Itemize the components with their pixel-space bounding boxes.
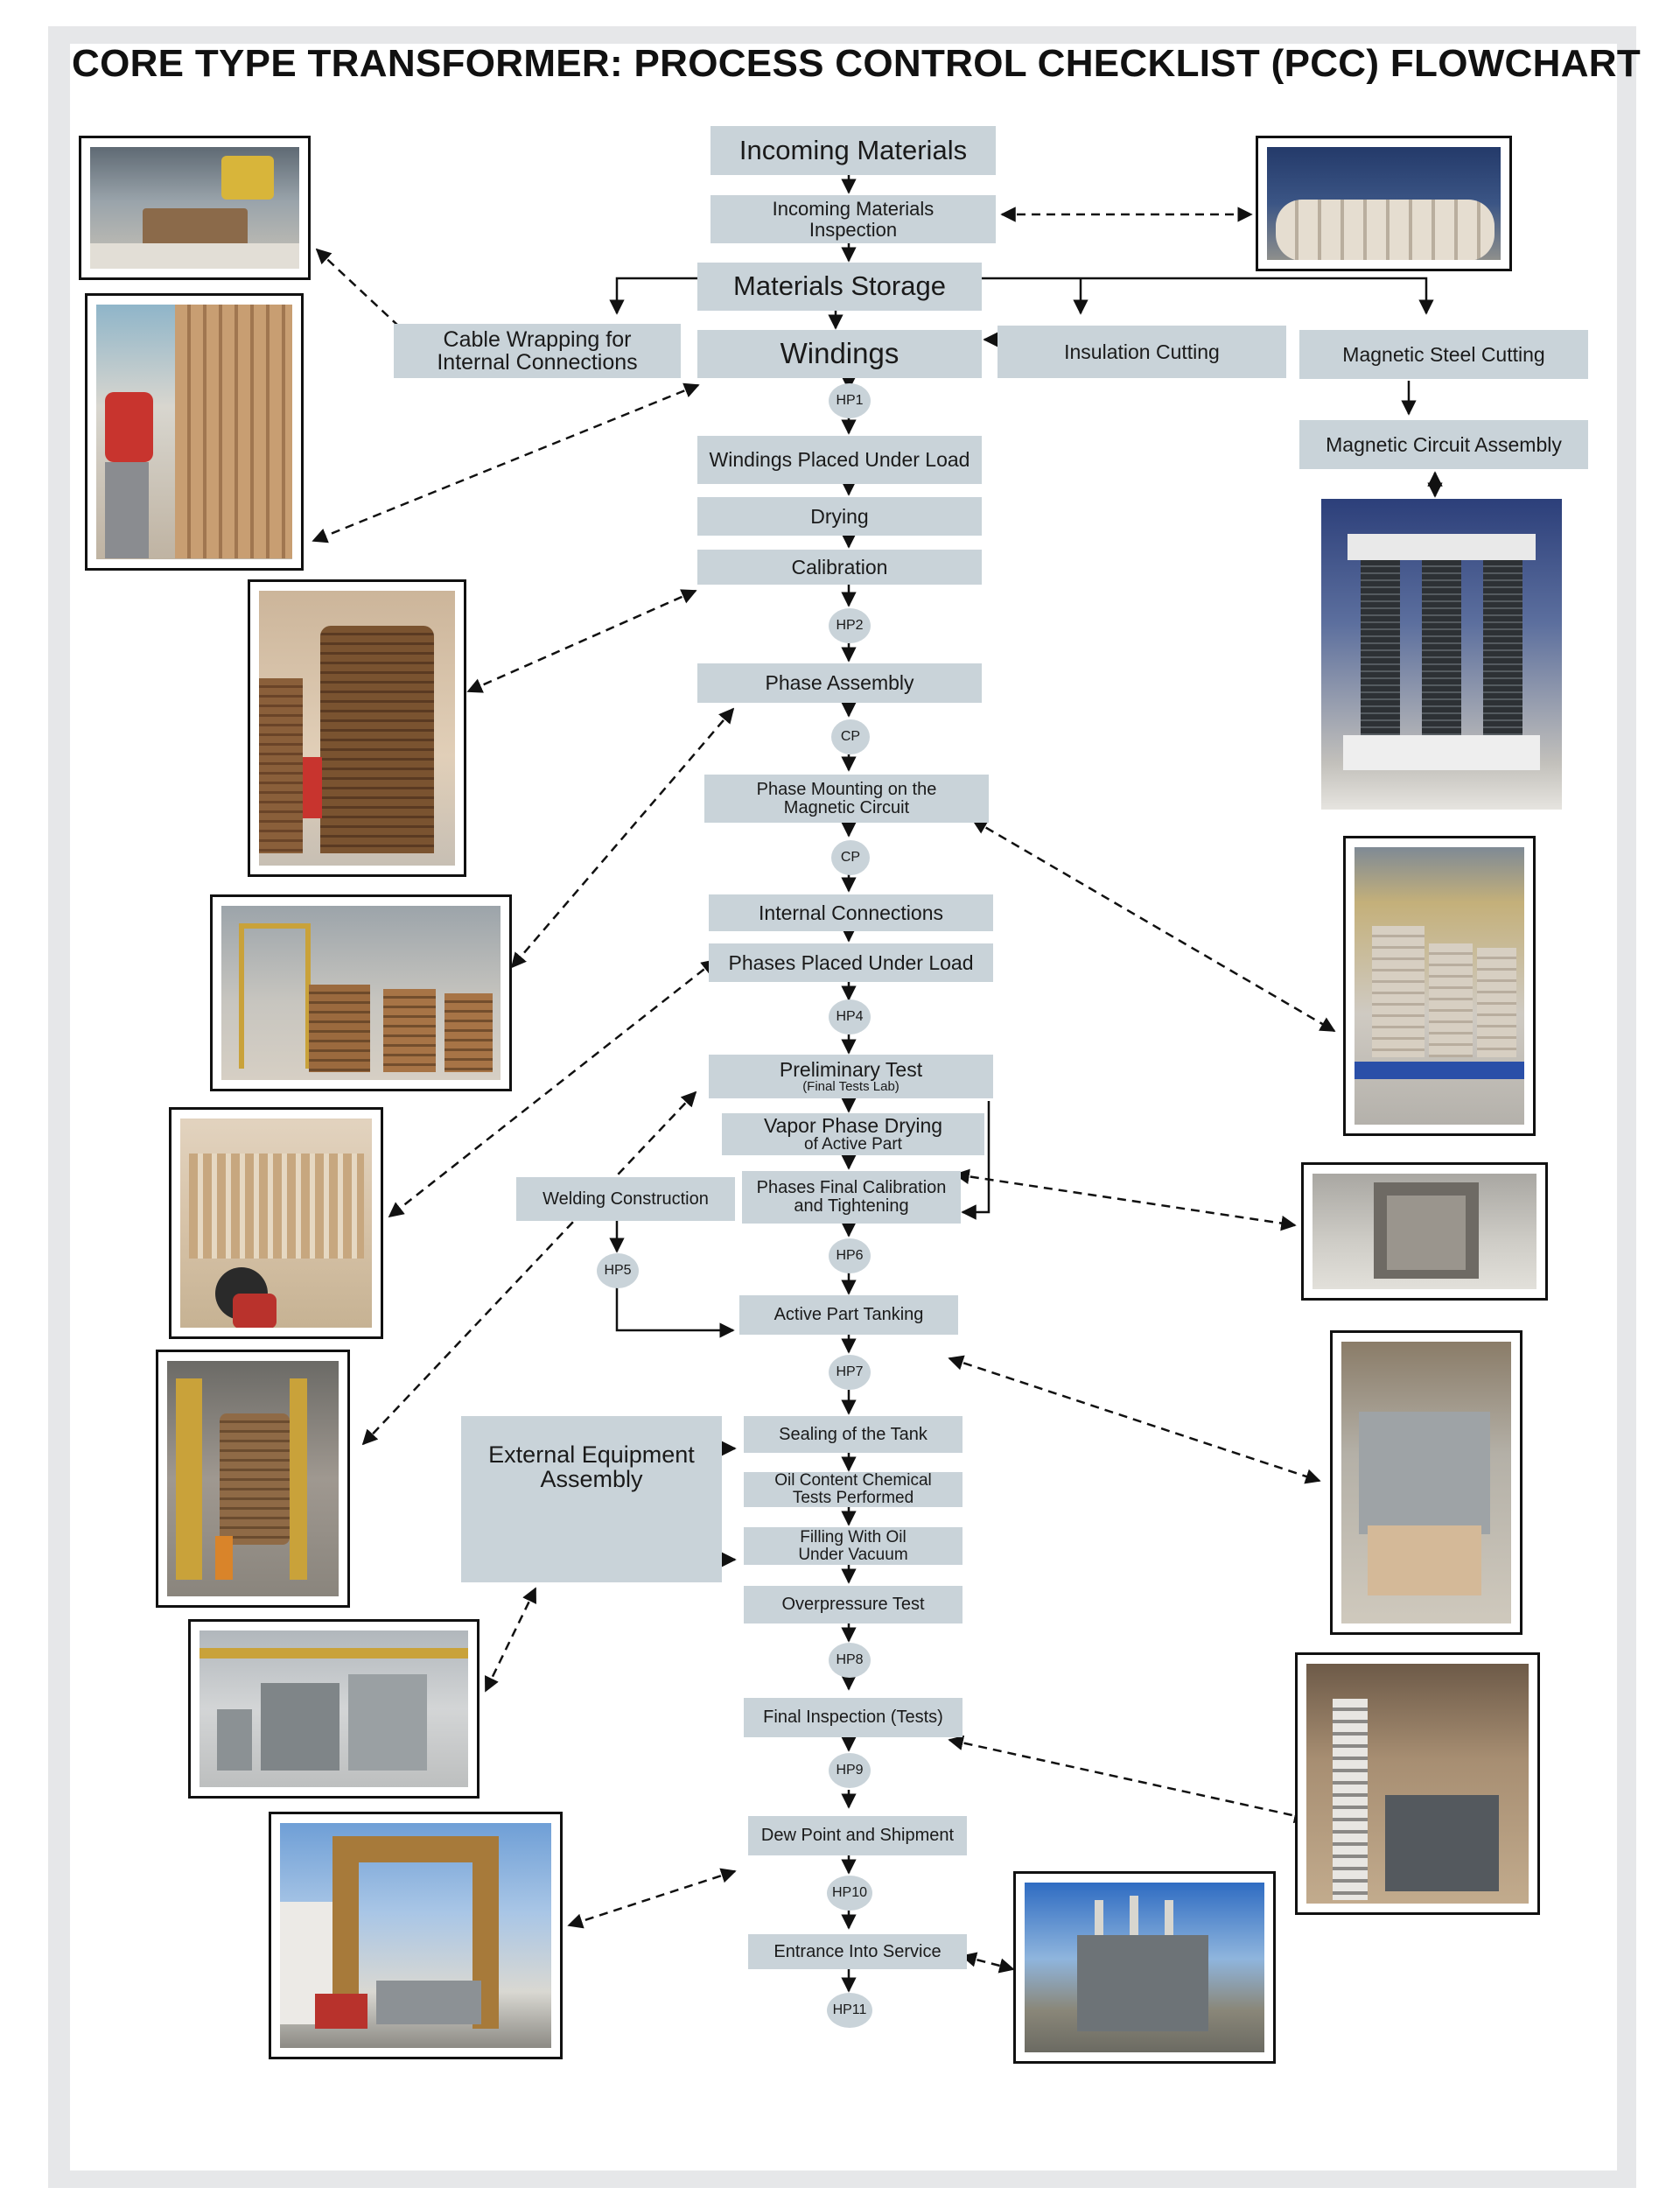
checkpoint-hp7: HP7 — [829, 1355, 871, 1390]
node-dew-point-shipment: Dew Point and Shipment — [748, 1816, 967, 1855]
node-internal-connections: Internal Connections — [709, 894, 993, 931]
node-windings-placed-under-load: Windings Placed Under Load — [697, 436, 982, 484]
arrow — [615, 1287, 735, 1338]
photo-magnetic-circuit — [1321, 499, 1562, 810]
checkpoint-hp10: HP10 — [827, 1876, 872, 1911]
dashed-link — [948, 1735, 1310, 1824]
node-phases-placed-under-load: Phases Placed Under Load — [709, 943, 993, 982]
photo-winding-cylinder — [85, 293, 304, 571]
checkpoint-hp1: HP1 — [829, 383, 871, 418]
photo-tanking — [1330, 1330, 1522, 1635]
photo-vapor-drying-oven — [1301, 1162, 1548, 1301]
dashed-link — [361, 1090, 697, 1446]
checkpoint-hp4: HP4 — [829, 999, 871, 1034]
node-incoming-materials: Incoming Materials — [710, 126, 996, 175]
dashed-link — [315, 248, 399, 326]
checkpoint-hp11: HP11 — [827, 1993, 872, 2028]
photo-test-lab — [1295, 1652, 1540, 1915]
node-active-part-tanking: Active Part Tanking — [739, 1295, 958, 1335]
node-sealing-of-tank: Sealing of the Tank — [744, 1416, 962, 1453]
dashed-link — [961, 1952, 1015, 1974]
photo-external-equipment — [188, 1619, 480, 1799]
node-windings: Windings — [697, 330, 982, 378]
dashed-link — [466, 589, 697, 693]
node-magnetic-steel-cutting: Magnetic Steel Cutting — [1299, 330, 1588, 379]
photo-cable-reels — [1256, 136, 1512, 271]
node-final-inspection: Final Inspection (Tests) — [744, 1698, 962, 1737]
photo-winding-machine — [79, 136, 311, 280]
photo-substation — [1013, 1871, 1276, 2064]
node-drying: Drying — [697, 497, 982, 536]
checkpoint-hp5: HP5 — [597, 1253, 639, 1288]
checkpoint-hp6: HP6 — [829, 1238, 871, 1273]
photo-shipment-crane — [269, 1812, 563, 2059]
dashed-link — [954, 1168, 1297, 1231]
node-overpressure-test: Overpressure Test — [744, 1586, 962, 1623]
dashed-link — [567, 1868, 737, 1929]
node-preliminary-test: Preliminary Test(Final Tests Lab) — [709, 1055, 993, 1098]
photo-phase-assembly — [210, 894, 512, 1091]
photo-calibration-coil — [248, 579, 466, 877]
node-materials-storage: Materials Storage — [697, 263, 982, 311]
node-calibration: Calibration — [697, 550, 982, 585]
dashed-link — [484, 1587, 537, 1693]
photo-phases-mounted — [1343, 836, 1536, 1136]
arrow — [982, 277, 1434, 315]
node-entrance-into-service: Entrance Into Service — [748, 1934, 967, 1969]
node-phase-assembly: Phase Assembly — [697, 663, 982, 703]
checkpoint-hp9: HP9 — [829, 1753, 871, 1788]
dashed-link — [312, 382, 700, 543]
checkpoint-cp-1: CP — [831, 719, 870, 754]
node-welding-construction: Welding Construction — [516, 1177, 735, 1221]
checkpoint-hp2: HP2 — [829, 608, 871, 643]
dashed-link — [948, 1355, 1321, 1484]
photo-vertical-press — [156, 1350, 350, 1608]
dashed-link — [971, 818, 1336, 1033]
dashed-link — [510, 707, 735, 969]
photo-internal-connections — [169, 1107, 383, 1339]
node-magnetic-circuit-assembly: Magnetic Circuit Assembly — [1299, 420, 1588, 469]
arrow — [609, 277, 697, 315]
page-title: CORE TYPE TRANSFORMER: PROCESS CONTROL C… — [72, 42, 1642, 85]
node-insulation-cutting: Insulation Cutting — [998, 326, 1286, 378]
checkpoint-cp-2: CP — [831, 840, 870, 875]
checkpoint-hp8: HP8 — [829, 1643, 871, 1678]
